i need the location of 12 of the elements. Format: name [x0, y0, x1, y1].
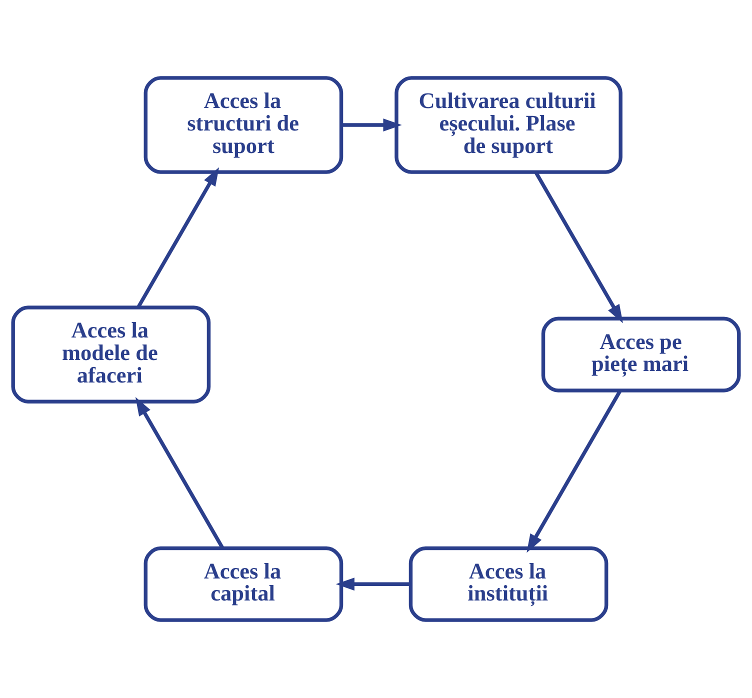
node-box: Acces la modele de afaceri	[11, 306, 211, 404]
arrow	[526, 390, 622, 553]
arrow	[336, 578, 411, 591]
arrow	[135, 397, 224, 549]
node-box: Cultivarea culturii eșecului. Plase de suport	[394, 76, 622, 174]
node-box: Acces la structuri de suport	[144, 76, 344, 174]
node-box: Acces la capital	[144, 546, 344, 622]
node-box: Acces pe piețe mari	[541, 316, 741, 392]
node-box: Acces la instituții	[408, 546, 608, 622]
arrow	[534, 172, 623, 324]
arrow	[136, 167, 220, 308]
arrow	[341, 118, 402, 132]
